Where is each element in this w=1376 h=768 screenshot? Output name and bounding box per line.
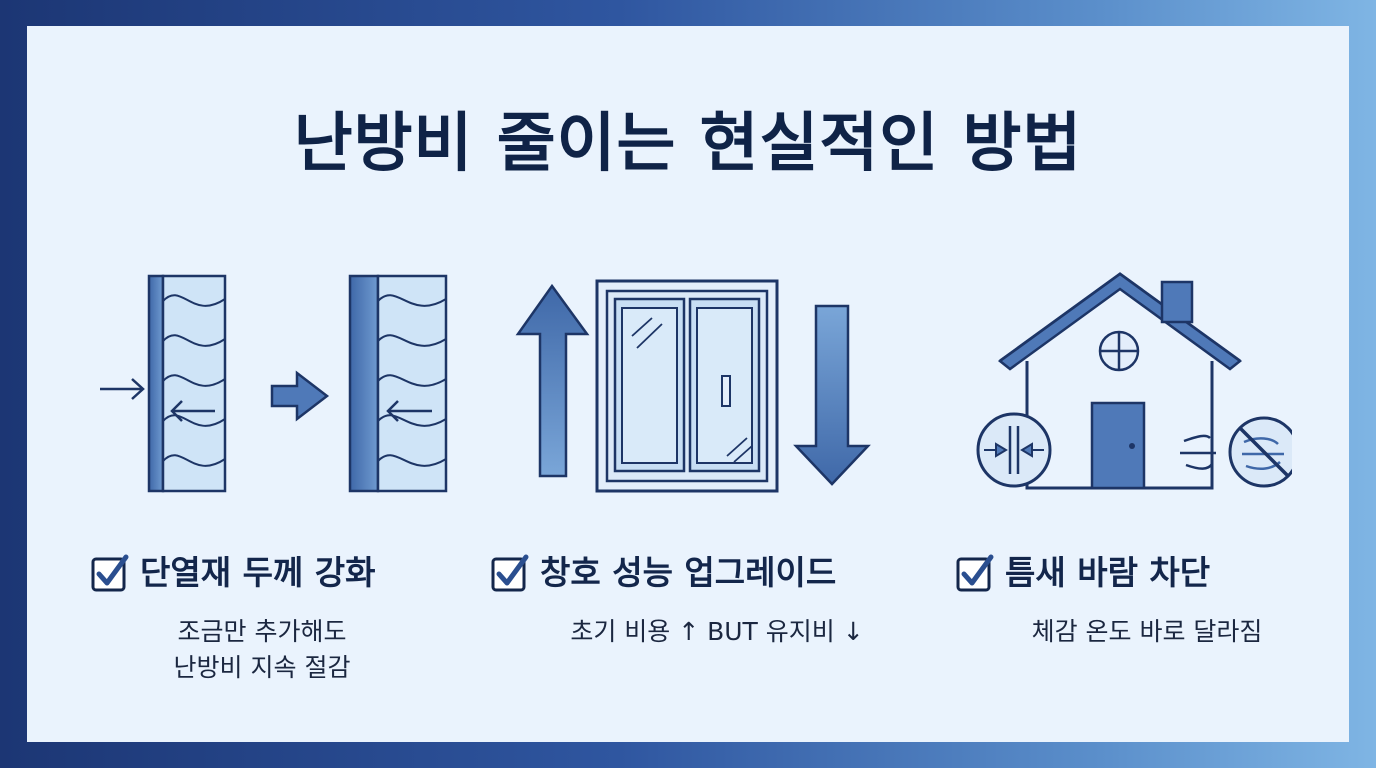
item-draft-desc: 체감 온도 바로 달라짐 xyxy=(982,614,1312,650)
main-panel: 난방비 줄이는 현실적인 방법 xyxy=(27,26,1349,742)
house-draft-block-icon xyxy=(976,272,1292,490)
window-upgrade-icon xyxy=(515,279,871,493)
checkbox-checked-icon xyxy=(91,554,129,592)
item-window-label: 창호 성능 업그레이드 xyxy=(540,553,837,592)
page-title: 난방비 줄이는 현실적인 방법 xyxy=(293,107,1083,181)
insulation-wall-icon xyxy=(100,274,448,493)
item-window-desc: 초기 비용 ↑ BUT 유지비 ↓ xyxy=(522,614,912,650)
checkbox-checked-icon xyxy=(956,554,994,592)
item-draft-label: 틈새 바람 차단 xyxy=(1005,553,1211,592)
item-insulation-desc-line-1: 조금만 추가해도 xyxy=(177,617,347,646)
item-insulation-label: 단열재 두께 강화 xyxy=(140,553,376,592)
item-window-desc-line-1: 초기 비용 ↑ BUT 유지비 ↓ xyxy=(570,617,864,646)
item-insulation-desc-line-2: 난방비 지속 절감 xyxy=(173,653,351,682)
item-draft-heading: 틈새 바람 차단 xyxy=(955,551,1210,595)
checkbox-checked-icon xyxy=(491,554,529,592)
item-draft-desc-line-1: 체감 온도 바로 달라짐 xyxy=(1031,617,1263,646)
item-insulation-desc: 조금만 추가해도 난방비 지속 절감 xyxy=(147,614,377,686)
item-window-heading: 창호 성능 업그레이드 xyxy=(490,551,836,595)
item-insulation-heading: 단열재 두께 강화 xyxy=(90,551,376,595)
